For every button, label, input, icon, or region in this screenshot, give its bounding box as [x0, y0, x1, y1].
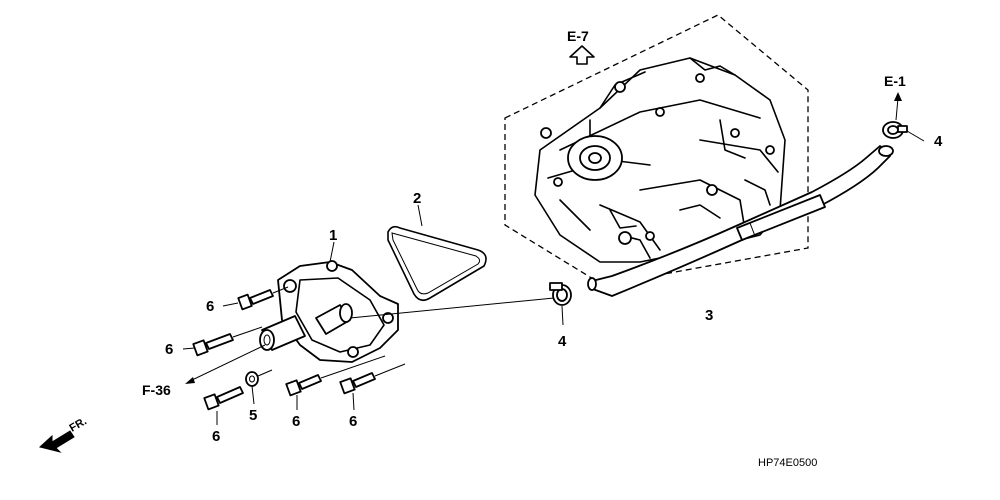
part-number-6-upper: 6 [206, 298, 214, 315]
ref-e7-label: E-7 [567, 28, 589, 44]
part-number-2: 2 [413, 190, 421, 207]
bolt-lower-mid [285, 355, 386, 397]
arrow-up-small-icon [894, 92, 902, 101]
part-number-1: 1 [329, 227, 337, 244]
ref-e1-callout: E-1 [884, 73, 906, 121]
part-number-3: 3 [705, 307, 713, 324]
front-direction-indicator: FR. [38, 415, 89, 453]
ref-f36-label: F-36 [142, 382, 171, 398]
bolt-lower-left [203, 386, 244, 411]
water-hose [587, 145, 894, 297]
leader-f36-arrowhead [185, 377, 195, 384]
part-number-5: 5 [249, 407, 257, 424]
bolt-lower-right [339, 363, 406, 395]
part-number-6-middle: 6 [165, 341, 173, 358]
ref-e7-callout: E-7 [567, 28, 595, 65]
part-number-6-lower-right: 6 [349, 413, 357, 430]
diagram-code: HP74E0500 [758, 457, 817, 469]
hose-clip-bottom [549, 282, 572, 326]
water-pump-cover [259, 241, 399, 363]
engine-block [504, 14, 809, 286]
part-number-4-top: 4 [934, 133, 943, 150]
pump-cover-gasket [387, 204, 487, 302]
hose-clip-top [882, 121, 925, 142]
part-number-4-bottom: 4 [558, 333, 567, 350]
leader-clip-to-pump [349, 297, 555, 319]
part-number-6-lower-left: 6 [212, 428, 220, 445]
leader-f36 [187, 344, 266, 383]
engine-outline-dashed [504, 14, 809, 286]
sealing-washer [245, 369, 273, 387]
part-number-6-lower-mid: 6 [292, 413, 300, 430]
bolt-middle [192, 326, 263, 357]
front-direction-label: FR. [68, 415, 89, 434]
arrow-up-outline-icon [569, 45, 595, 65]
front-direction-arrow-icon [38, 430, 75, 453]
bolt-upper [237, 286, 289, 311]
ref-e1-label: E-1 [884, 73, 906, 89]
